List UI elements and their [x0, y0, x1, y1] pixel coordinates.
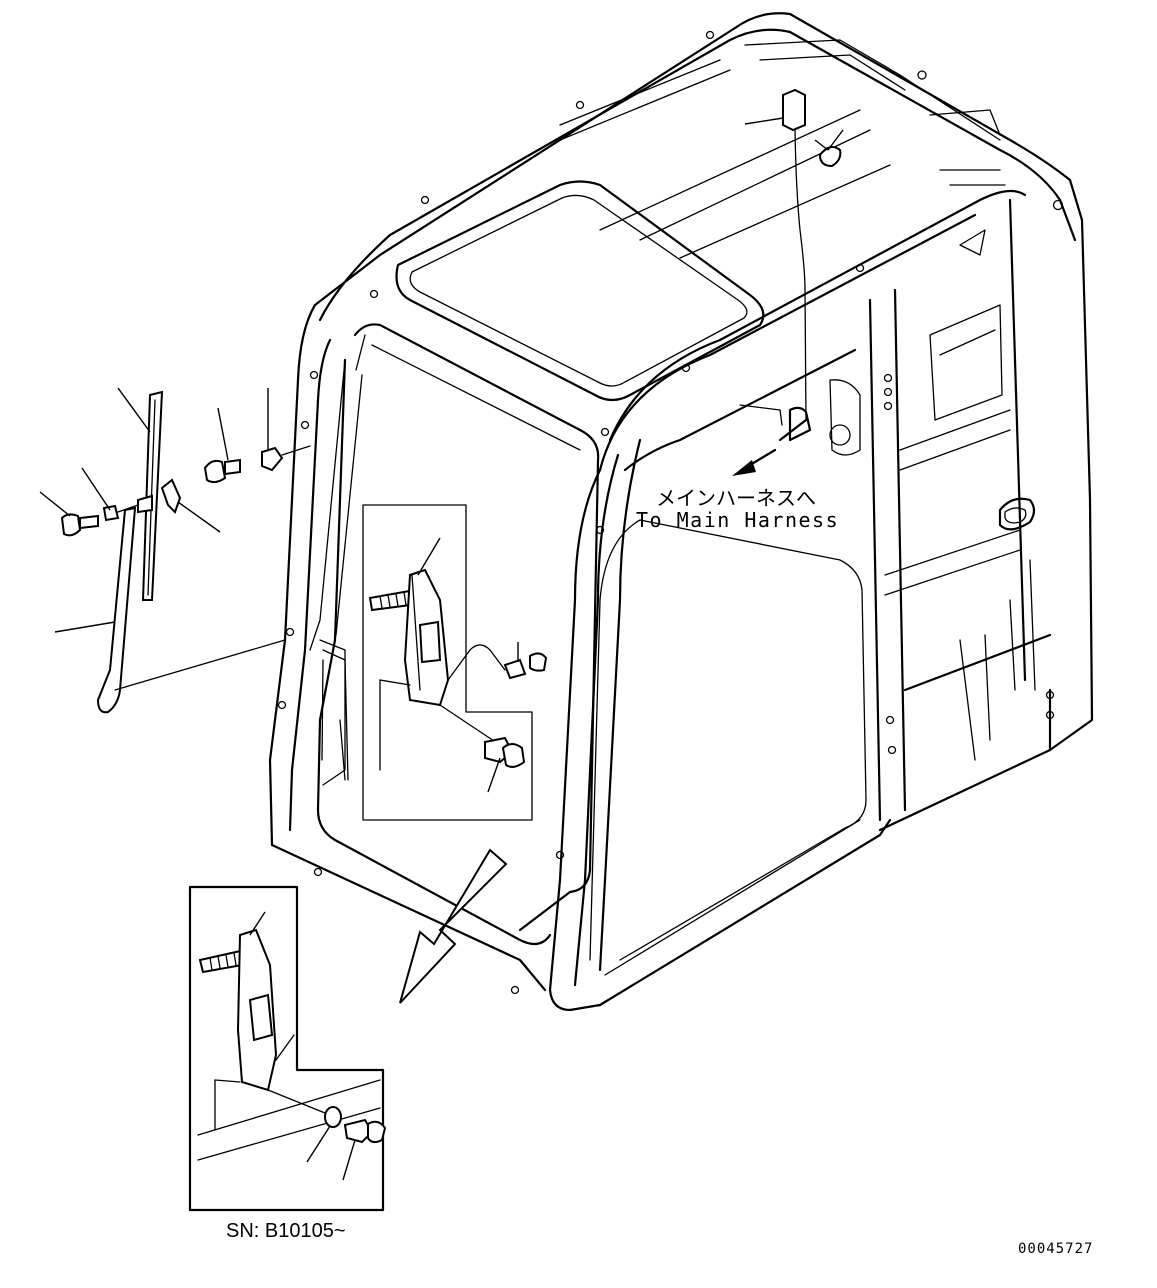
rivets	[277, 30, 1064, 995]
drawing-number: 00045727	[1018, 1241, 1094, 1257]
mount-bolt	[484, 736, 526, 793]
wiper-arm	[54, 506, 286, 714]
cab-outline	[268, 12, 1094, 1012]
harness-arrow-icon	[732, 448, 777, 476]
harness-label-jp: メインハーネスへ	[656, 486, 816, 510]
wiper-blade	[117, 387, 164, 601]
detail-inset	[188, 885, 387, 1212]
arrow-down-left-icon	[399, 848, 508, 1004]
wiper-motor	[319, 504, 548, 821]
room-lamp	[739, 88, 844, 442]
harness-label-en: To Main Harness	[636, 508, 840, 532]
wiper-bolt	[203, 388, 311, 484]
wiper-nut	[39, 467, 139, 537]
serial-note: SN: B10105~	[226, 1220, 346, 1242]
wiper-cap	[160, 478, 221, 533]
